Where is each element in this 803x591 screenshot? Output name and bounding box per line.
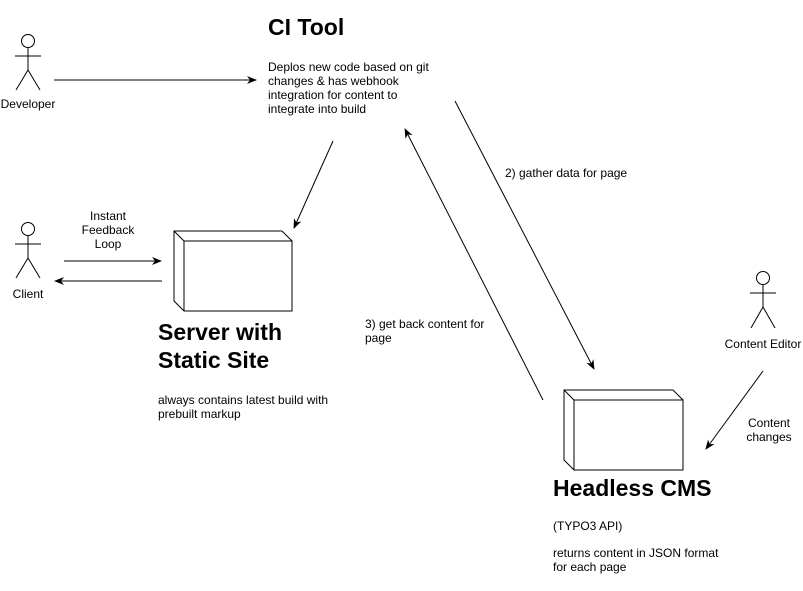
developer-label: Developer [0, 97, 56, 111]
arrow-ci-to-cms [454, 100, 595, 370]
cms-title: Headless CMS [553, 475, 712, 501]
cms-description: returns content in JSON format for each … [553, 546, 719, 574]
arrow-editor-to-cms [705, 370, 764, 450]
content-editor-label: Content Editor [724, 337, 802, 351]
gather-data-label: 2) gather data for page [505, 166, 628, 180]
developer-actor-icon [15, 34, 41, 91]
content-editor-actor-icon [750, 271, 776, 329]
arrow-ci-to-server [293, 140, 334, 229]
get-back-content-label: 3) get back content for page [365, 317, 485, 345]
server-description: always contains latest build with prebui… [158, 393, 329, 421]
feedback-loop-label: Instant Feedback Loop [81, 209, 135, 251]
server-title: Server with Static Site [158, 319, 282, 373]
ci-tool-title: CI Tool [268, 14, 345, 40]
cms-box-icon [563, 389, 684, 471]
ci-tool-description: Deplos new code based on git changes & h… [268, 60, 429, 116]
content-changes-label: Content changes [746, 416, 792, 444]
arrow-cms-to-ci [404, 128, 544, 401]
cms-subtitle: (TYPO3 API) [553, 519, 623, 533]
client-actor-icon [15, 222, 41, 279]
server-box-icon [173, 230, 293, 312]
client-label: Client [12, 287, 44, 301]
